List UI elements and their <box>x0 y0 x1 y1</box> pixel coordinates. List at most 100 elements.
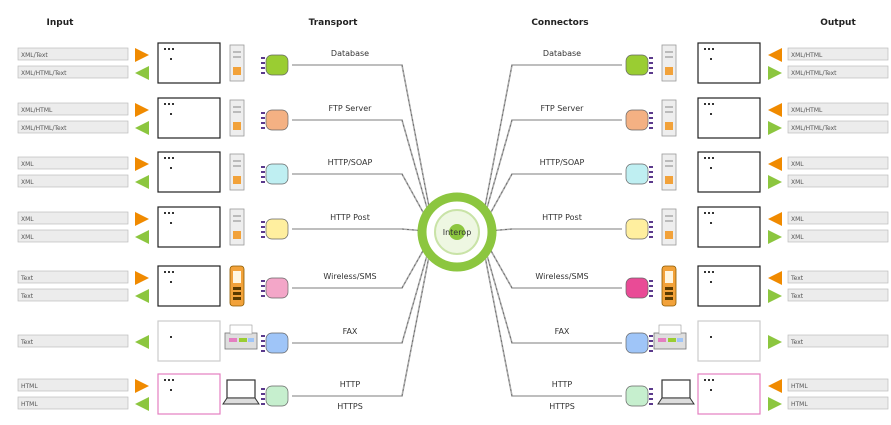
input-document <box>157 97 221 139</box>
output-connector <box>625 163 653 185</box>
output-field: Text <box>787 288 889 302</box>
output-field: XML/HTML/Text <box>787 120 889 134</box>
input-arrow-green <box>135 121 149 135</box>
output-arrow-green <box>768 66 782 80</box>
output-field: XML <box>787 156 889 170</box>
output-arrow-green <box>768 230 782 244</box>
output-arrow-orange <box>768 271 782 285</box>
document-dot <box>704 157 706 159</box>
server-icon <box>661 153 677 191</box>
fax-button <box>668 338 676 342</box>
pda-keys <box>233 287 241 290</box>
server-body <box>661 44 677 82</box>
connector-pin <box>649 340 653 342</box>
field-box <box>787 156 889 170</box>
connector-pin <box>261 280 265 282</box>
connector-pin <box>649 231 653 233</box>
server-slot <box>233 106 241 108</box>
connector-pin <box>649 335 653 337</box>
server-slot <box>233 165 241 167</box>
fax-paper <box>229 324 253 335</box>
input-field: XML/HTML/Text <box>17 120 129 134</box>
server-icon <box>229 99 245 137</box>
output-arrow-green <box>768 335 782 349</box>
output-field: Text <box>787 334 889 348</box>
connector-label: FAX <box>555 327 570 336</box>
connector-body <box>265 277 289 299</box>
input-field: XML <box>17 211 129 225</box>
header-transport: Transport <box>309 18 358 28</box>
server-led-panel <box>665 231 673 239</box>
document-dot <box>712 157 714 159</box>
connector-pin <box>649 67 653 69</box>
transport-label-secondary: HTTPS <box>337 402 363 411</box>
laptop-icon <box>657 379 695 405</box>
input-arrow-orange <box>135 157 149 171</box>
document-dot <box>164 157 166 159</box>
laptop-screen <box>661 379 691 399</box>
server-slot <box>233 56 241 58</box>
document-dot <box>712 379 714 381</box>
diagram-row: XML/TextXML/HTML/TextXML/HTMLXML/HTML/Te… <box>17 42 889 84</box>
field-box <box>17 47 129 61</box>
left-connection-dash <box>401 248 430 344</box>
field-label: XML/HTML <box>791 52 823 59</box>
connector-pin <box>261 171 265 173</box>
connector-pin <box>649 285 653 287</box>
field-label: XML/HTML/Text <box>21 125 67 132</box>
right-connection-line <box>484 248 622 344</box>
document-dot <box>168 48 170 50</box>
field-label: HTML <box>21 383 38 390</box>
pda-keys <box>665 287 673 290</box>
output-document <box>697 42 761 84</box>
connector-label-secondary: HTTPS <box>549 402 575 411</box>
left-connection-dash <box>401 119 430 216</box>
field-box <box>787 334 889 348</box>
connector-pin <box>261 112 265 114</box>
output-arrow-orange <box>768 379 782 393</box>
field-label: XML <box>21 234 34 241</box>
connector-pin <box>261 231 265 233</box>
transport-label: HTTP Post <box>330 213 370 222</box>
field-box <box>787 65 889 79</box>
connector-pin <box>261 295 265 297</box>
document-dot <box>708 271 710 273</box>
connector-body <box>625 277 649 299</box>
field-box <box>17 65 129 79</box>
document-dot <box>164 103 166 105</box>
server-icon <box>229 208 245 246</box>
document-dot <box>172 212 174 214</box>
connector-label: HTTP Post <box>542 213 582 222</box>
field-box <box>787 396 889 410</box>
document-dot <box>704 379 706 381</box>
document-dot <box>710 222 712 224</box>
server-icon <box>229 153 245 191</box>
field-box <box>17 102 129 116</box>
input-field: XML/HTML <box>17 102 129 116</box>
document-dot <box>172 379 174 381</box>
output-document <box>697 320 761 362</box>
server-slot <box>233 220 241 222</box>
input-document <box>157 320 221 362</box>
server-body <box>229 153 245 191</box>
document-dot <box>172 103 174 105</box>
server-body <box>661 153 677 191</box>
connector-pin <box>261 181 265 183</box>
output-connector <box>625 109 653 131</box>
field-box <box>17 174 129 188</box>
fax-paper <box>658 324 682 335</box>
field-label: XML <box>21 179 34 186</box>
input-connector <box>261 163 289 185</box>
document-dot <box>708 103 710 105</box>
output-document <box>697 151 761 193</box>
field-label: Text <box>790 275 804 282</box>
output-field: Text <box>787 270 889 284</box>
laptop-base <box>222 397 260 405</box>
connector-body <box>625 332 649 354</box>
connector-pin <box>649 57 653 59</box>
input-field: XML <box>17 174 129 188</box>
server-body <box>229 44 245 82</box>
connector-pin <box>261 221 265 223</box>
connector-pin <box>649 122 653 124</box>
document-dot <box>170 336 172 338</box>
